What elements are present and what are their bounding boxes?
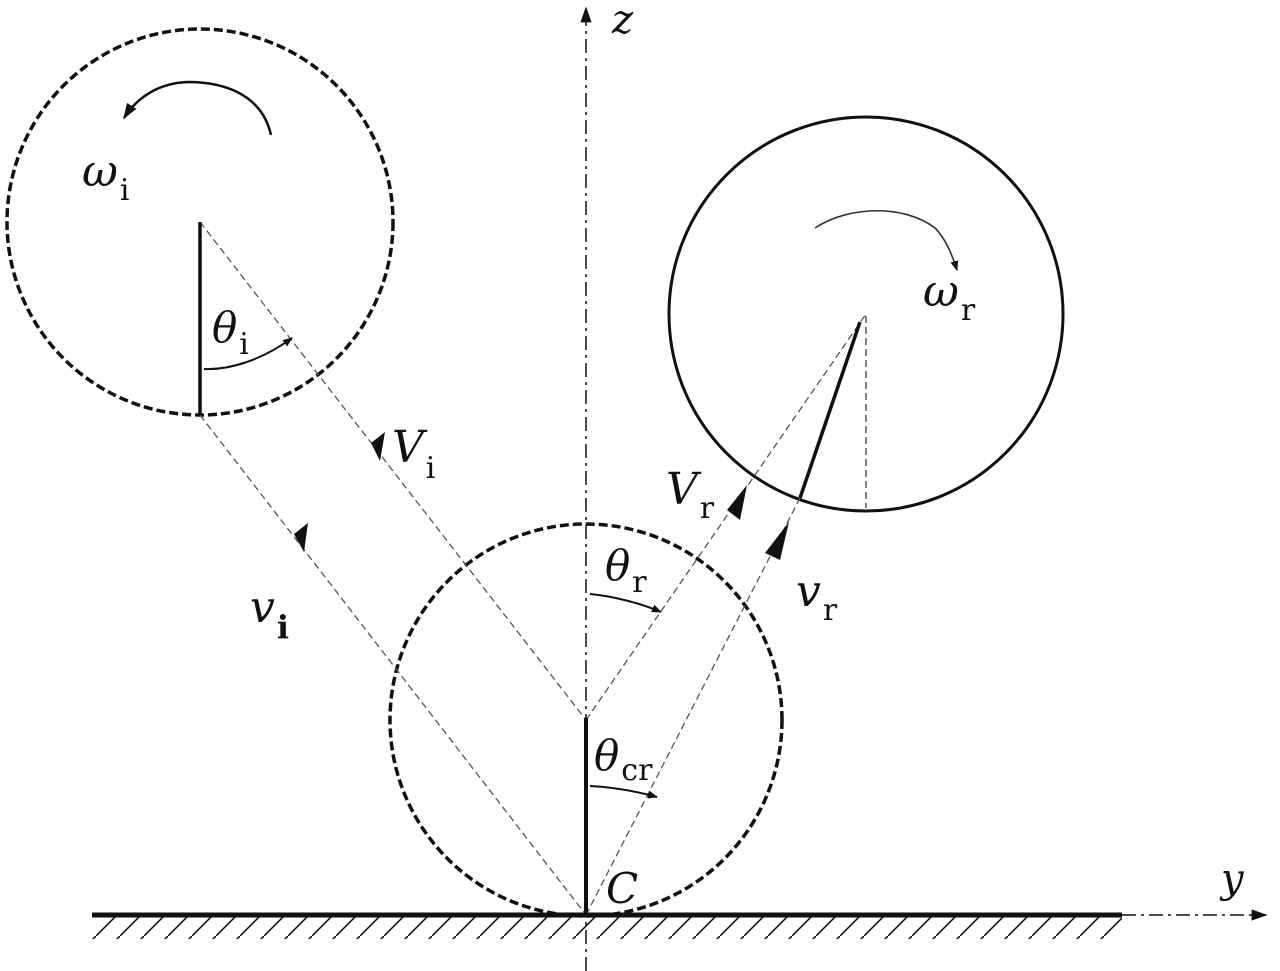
- V-r-label: Vr: [666, 464, 715, 526]
- rebound-particle: [667, 115, 1065, 513]
- z-axis-label: z: [611, 0, 634, 43]
- rebound-centre-path: [585, 313, 867, 721]
- rebound-contact-path: [585, 497, 801, 916]
- incident-centre-path: [199, 221, 587, 721]
- theta-r-label: θr: [605, 541, 647, 600]
- ground-hatching: [92, 917, 1122, 939]
- y-axis-label: y: [1219, 856, 1245, 902]
- theta-i-arc: [203, 337, 293, 371]
- theta-cr-label: θcr: [594, 731, 653, 788]
- V-i-arrowhead: [371, 432, 385, 461]
- incident-contact-path: [199, 414, 587, 916]
- V-r-arrowhead: [727, 485, 747, 520]
- v-r-arrowhead: [765, 522, 789, 560]
- contact-particle: [388, 522, 784, 918]
- omega-r-arrow: [814, 209, 959, 271]
- theta-r-arc: [589, 593, 662, 613]
- v-r-label: vr: [796, 566, 838, 628]
- theta-cr-arc: [589, 785, 658, 799]
- v-i-label: vi: [250, 582, 289, 646]
- rebound-radius: [798, 321, 862, 499]
- omega-i-label: ωi: [82, 146, 130, 208]
- theta-i-label: θi: [212, 303, 249, 362]
- omega-i-arrow: [122, 80, 273, 136]
- V-i-label: Vi: [392, 422, 435, 486]
- omega-r-label: ωr: [923, 266, 976, 328]
- contact-point-label: C: [606, 864, 638, 913]
- v-i-arrowhead: [294, 523, 308, 552]
